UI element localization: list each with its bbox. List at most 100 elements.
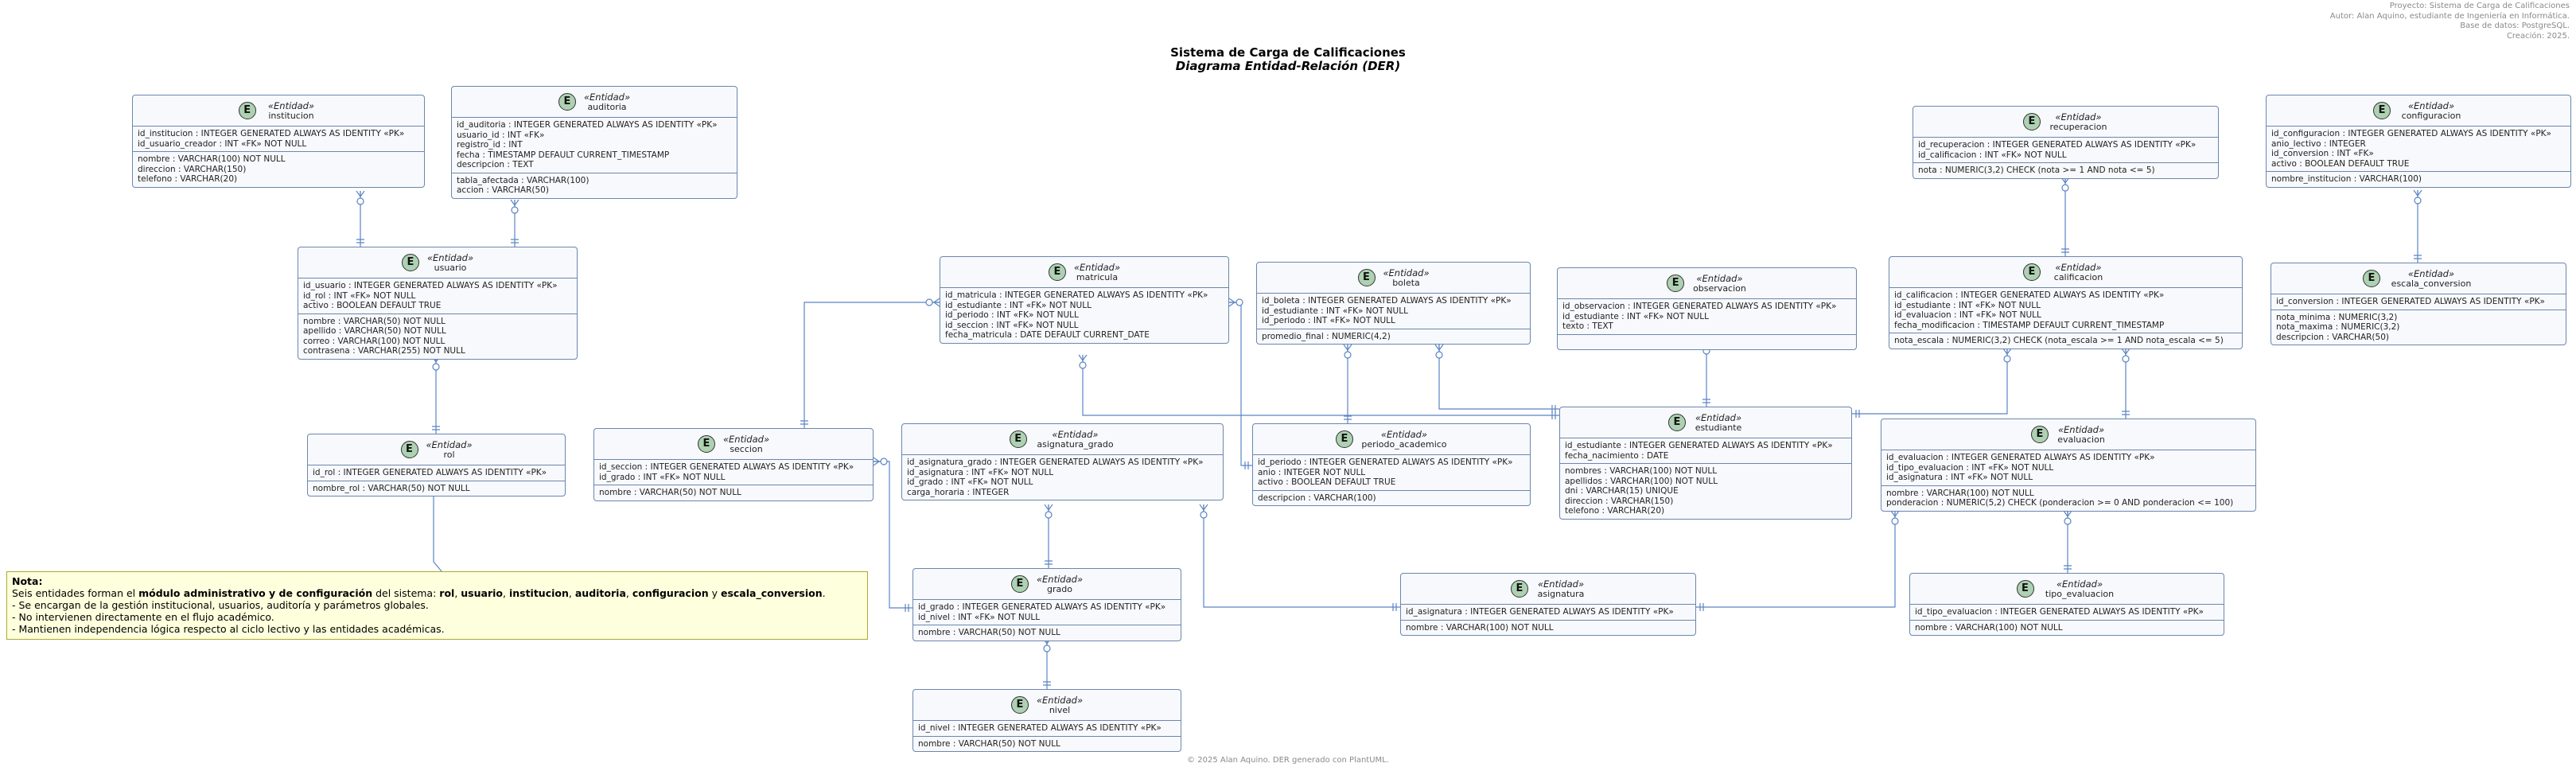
header-line: Autor: Alan Aquino, estudiante de Ingeni… xyxy=(2329,11,2570,21)
entity-attribute: fecha_modificacion : TIMESTAMP DEFAULT C… xyxy=(1894,320,2165,330)
entity-attribute: activo : BOOLEAN DEFAULT TRUE xyxy=(303,301,442,310)
entity-attribute: tabla_afectada : VARCHAR(100) xyxy=(457,175,590,185)
entity-header: E«Entidad»tipo_evaluacion xyxy=(1910,574,2224,605)
entity-name: grado xyxy=(1047,583,1072,594)
entity-section: id_recuperacion : INTEGER GENERATED ALWA… xyxy=(1913,138,2218,163)
entity-attribute: accion : VARCHAR(50) xyxy=(457,185,549,195)
diagram-note: Nota: Seis entidades forman el módulo ad… xyxy=(6,571,868,640)
entity-stereotype: «Entidad» xyxy=(267,100,315,111)
entity-attribute: activo : BOOLEAN DEFAULT TRUE xyxy=(2271,158,2410,169)
entity-attribute: id_periodo : INT «FK» NOT NULL xyxy=(945,310,1079,320)
entity-attribute: id_asignatura : INT «FK» NOT NULL xyxy=(907,467,1054,477)
entity-attribute: anio_lectivo : INTEGER xyxy=(2271,138,2366,149)
entity-attribute: dni : VARCHAR(15) UNIQUE xyxy=(1565,486,1679,496)
entity-attribute: descripcion : TEXT xyxy=(457,160,534,169)
entity-section: nombre : VARCHAR(50) NOT NULL xyxy=(594,485,873,500)
entity-name: evaluacion xyxy=(2057,434,2105,445)
rel-usuario-rol-bars xyxy=(432,426,440,430)
entity-attribute: texto : TEXT xyxy=(1562,321,1613,331)
rel-boleta-periodo-bars xyxy=(1344,415,1352,420)
rel-calificacion-evaluacion-bars xyxy=(2122,411,2130,415)
entity-name: periodo_academico xyxy=(1361,438,1447,450)
rel-boleta-estudiante-crowfoot xyxy=(1434,344,1444,352)
entity-section: nombre : VARCHAR(100) NOT NULL xyxy=(1910,621,2224,636)
entity-header: E«Entidad»estudiante xyxy=(1560,407,1851,438)
rel-auditoria-usuario-crowfoot xyxy=(510,199,519,207)
rel-evaluacion-asignatura-circle xyxy=(1891,517,1899,525)
header-line: Proyecto: Sistema de Carga de Calificaci… xyxy=(2389,2,2570,10)
entity-attribute: nota_maxima : NUMERIC(3,2) xyxy=(2276,322,2400,332)
entity-icon: E xyxy=(1009,430,1027,448)
entity-icon: E xyxy=(1011,575,1029,593)
entity-icon: E xyxy=(558,93,576,111)
entity-attribute: fecha_nacimiento : DATE xyxy=(1565,450,1669,461)
entity-attribute: id_asignatura : INTEGER GENERATED ALWAYS… xyxy=(1406,607,1674,617)
entity-icon: E xyxy=(238,102,256,119)
entity-stereotype: «Entidad» xyxy=(2407,268,2455,279)
entity-attribute: id_grado : INT «FK» NOT NULL xyxy=(907,477,1033,487)
entity-section: id_conversion : INTEGER GENERATED ALWAYS… xyxy=(2271,294,2566,310)
rel-matricula-seccion xyxy=(804,302,940,428)
entity-attribute: nombre : VARCHAR(100) NOT NULL xyxy=(1406,622,1554,633)
rel-configuracion-escala-bars xyxy=(2414,255,2422,259)
entity-header: E«Entidad»escala_conversion xyxy=(2271,263,2566,294)
entity-section: nombre : VARCHAR(50) NOT NULL xyxy=(913,625,1181,641)
entity-attribute: id_grado : INTEGER GENERATED ALWAYS AS I… xyxy=(918,602,1166,612)
rel-seccion-grado-circle xyxy=(880,458,888,465)
rel-asigrado-grado-bars xyxy=(1045,560,1053,565)
entity-name: recuperacion xyxy=(2049,121,2107,132)
entity-attribute: id_estudiante : INT «FK» NOT NULL xyxy=(945,300,1091,310)
entity-attribute: promedio_final : NUMERIC(4,2) xyxy=(1262,331,1391,341)
entity-attribute: fecha_matricula : DATE DEFAULT CURRENT_D… xyxy=(945,330,1150,340)
entity-name: institucion xyxy=(268,110,314,121)
entity-section: id_boleta : INTEGER GENERATED ALWAYS AS … xyxy=(1257,294,1530,329)
entity-attribute: nota_minima : NUMERIC(3,2) xyxy=(2276,312,2398,322)
rel-matricula-seccion-crowfoot xyxy=(932,298,940,307)
entity-icon: E xyxy=(698,435,715,453)
rel-boleta-estudiante-circle xyxy=(1435,351,1443,359)
rel-calificacion-estudiante xyxy=(1852,349,2008,415)
rel-usuario-rol-circle xyxy=(432,363,440,371)
entity-header: E«Entidad»periodo_academico xyxy=(1253,424,1530,455)
entity-name: nivel xyxy=(1049,704,1071,715)
rel-asigrado-asignatura-crowfoot xyxy=(1199,504,1208,512)
entity-name: matricula xyxy=(1076,271,1119,282)
note-line: Seis entidades forman el módulo administ… xyxy=(12,587,826,599)
note-bullet: - Se encargan de la gestión instituciona… xyxy=(12,599,429,611)
entity-attribute: id_conversion : INT «FK» xyxy=(2271,149,2374,158)
entity-attribute: id_nivel : INT «FK» NOT NULL xyxy=(918,612,1041,622)
entity-attribute: apellidos : VARCHAR(100) NOT NULL xyxy=(1565,476,1718,486)
entity-attribute: id_estudiante : INT «FK» NOT NULL xyxy=(1894,300,2041,310)
entity-attribute: nombre : VARCHAR(50) NOT NULL xyxy=(918,628,1060,637)
entity-attribute: id_seccion : INT «FK» NOT NULL xyxy=(945,320,1079,330)
rel-observacion-estudiante-bars xyxy=(1702,399,1710,403)
entity-attribute: fecha : TIMESTAMP DEFAULT CURRENT_TIMEST… xyxy=(457,150,670,160)
rel-boleta-periodo-crowfoot xyxy=(1343,344,1352,352)
entity-attribute: id_periodo : INT «FK» NOT NULL xyxy=(1262,316,1395,325)
rel-matricula-periodo-bars xyxy=(1244,461,1249,469)
entity-section: tabla_afectada : VARCHAR(100)accion : VA… xyxy=(452,173,737,198)
entity-header: E«Entidad»evaluacion xyxy=(1881,419,2255,450)
entity-attribute: id_asignatura : INT «FK» NOT NULL xyxy=(1886,473,2033,482)
entity-attribute: id_estudiante : INT «FK» NOT NULL xyxy=(1262,306,1408,316)
entity-icon: E xyxy=(1357,269,1376,286)
entity-attribute: nombre_institucion : VARCHAR(100) xyxy=(2271,174,2422,184)
entity-stereotype: «Entidad» xyxy=(2055,262,2102,273)
entity-attribute: id_recuperacion : INTEGER GENERATED ALWA… xyxy=(1918,140,2197,150)
rel-institucion-usuario-circle xyxy=(356,197,364,205)
rel-matricula-estudiante-circle xyxy=(1079,361,1087,369)
entity-header: E«Entidad»usuario xyxy=(298,247,577,278)
note-connector xyxy=(433,491,442,572)
entity-header: E«Entidad»rol xyxy=(308,434,565,465)
rel-asigrado-asignatura-bars xyxy=(1392,603,1397,611)
